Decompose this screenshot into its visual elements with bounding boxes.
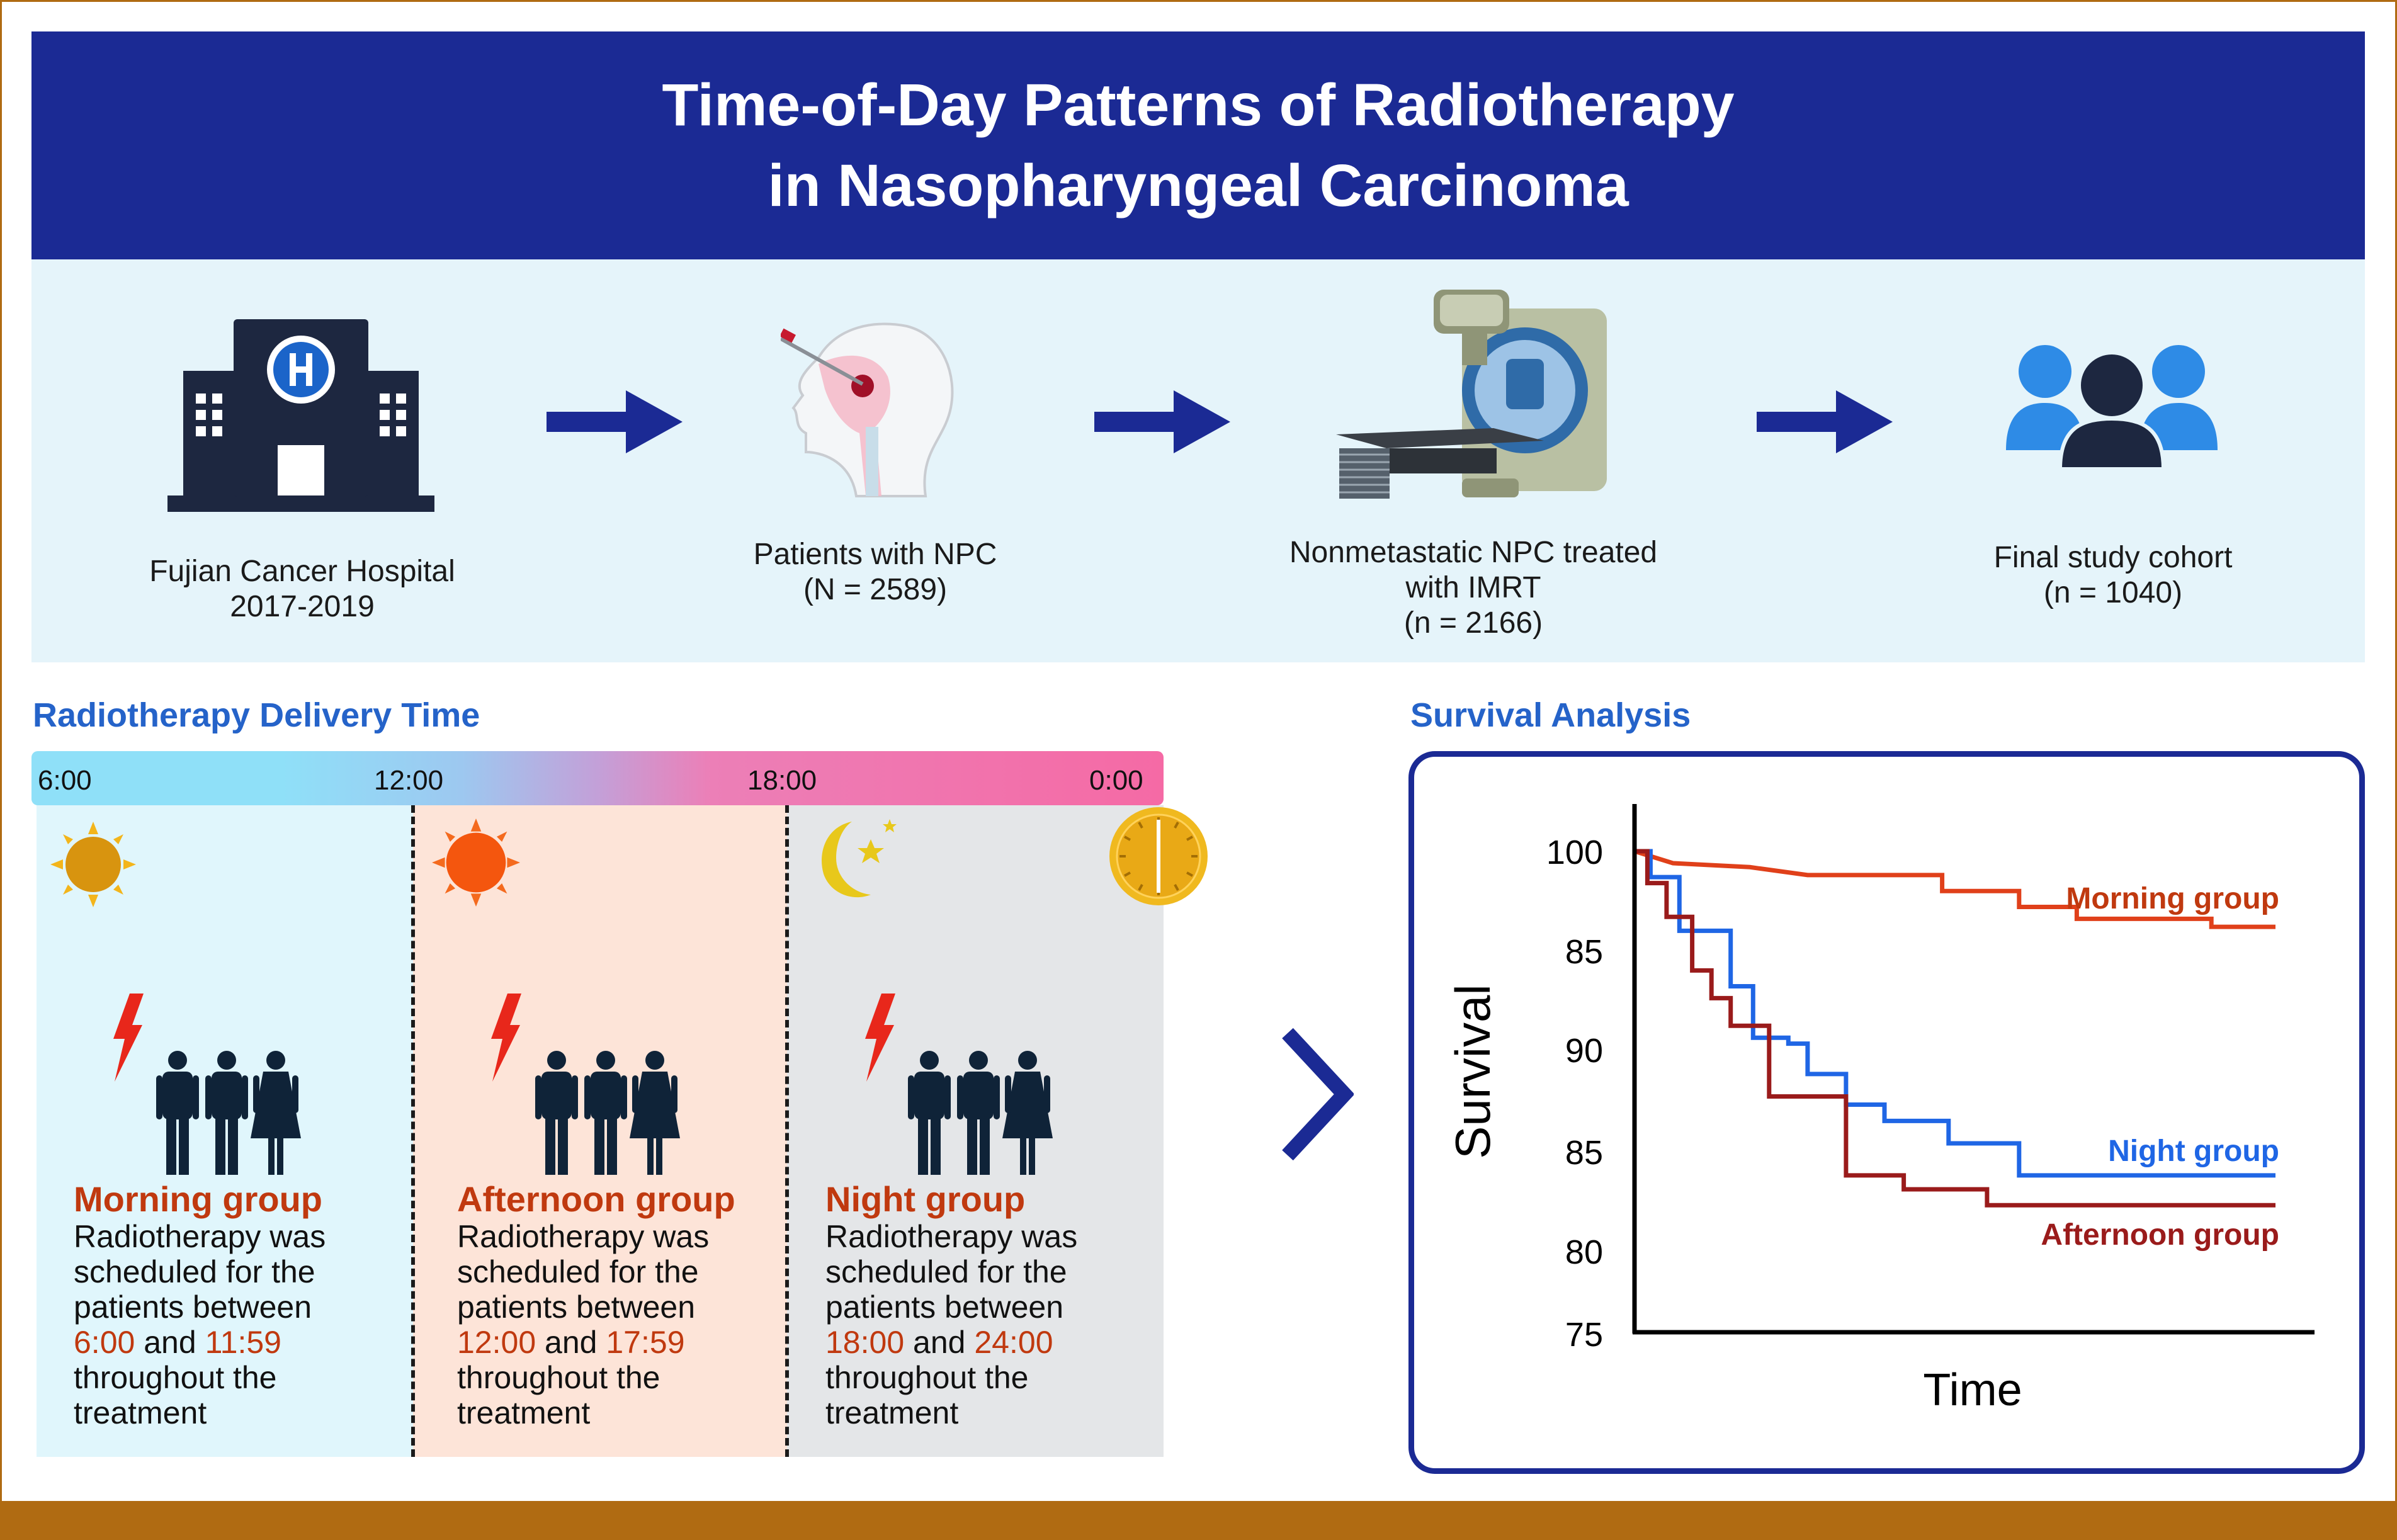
afternoon-text-line: treatment (457, 1395, 591, 1430)
night-time-range: 18:00 and 24:00 (825, 1325, 1077, 1360)
tick-1200: 12:00 (374, 765, 444, 796)
survival-section-title: Survival Analysis (1410, 696, 1691, 734)
afternoon-group-text: Radiotherapy was scheduled for the patie… (457, 1219, 709, 1430)
legend-morning: Morning group (2066, 882, 2279, 915)
afternoon-text-line: throughout the (457, 1360, 660, 1395)
moon-stars-icon (822, 819, 897, 898)
night-group-title: Night group (825, 1179, 1026, 1219)
y-tick-label: 90 (1565, 1032, 1603, 1070)
divider-evening (785, 805, 789, 1457)
night-text-line: treatment (825, 1395, 959, 1430)
clock-icon (1109, 807, 1208, 905)
footer-bar (0, 1501, 2397, 1540)
flow-label-cohort: Final study cohort (n = 1040) (1924, 540, 2302, 611)
tick-0600: 6:00 (38, 765, 92, 796)
flow-label-imrt: Nonmetastatic NPC treated with IMRT (n =… (1215, 535, 1731, 641)
legend-night: Night group (2108, 1135, 2279, 1168)
afternoon-text-line: patients between (457, 1289, 696, 1325)
flow-cohort-line2: (n = 1040) (2043, 576, 2183, 609)
y-axis-label: Survival (1445, 984, 1500, 1158)
y-tick-label: 85 (1565, 1134, 1603, 1172)
survival-curves (1633, 849, 2275, 1208)
morning-text-line: throughout the (74, 1360, 277, 1395)
flow-imrt-line1: Nonmetastatic NPC treated (1289, 536, 1658, 569)
flow-arrow-2 (1094, 390, 1230, 453)
time-of-day-bar (31, 751, 1164, 805)
title-line-1: Time-of-Day Patterns of Radiotherapy (662, 72, 1735, 139)
morning-group-text: Radiotherapy was scheduled for the patie… (74, 1219, 326, 1430)
and-word: and (144, 1325, 196, 1360)
y-tick-labels: 100 85 90 85 80 75 (1546, 834, 1603, 1354)
delivery-section-title: Radiotherapy Delivery Time (33, 696, 480, 734)
night-start-time: 18:00 (825, 1325, 905, 1360)
sun-icon-afternoon (432, 818, 520, 907)
and-word: and (913, 1325, 966, 1360)
y-tick-label: 100 (1546, 834, 1603, 871)
night-end-time: 24:00 (974, 1325, 1053, 1360)
legend-afternoon: Afternoon group (2041, 1218, 2279, 1252)
survival-curve-afternoon (1635, 849, 2275, 1208)
survival-curve-night (1635, 849, 2275, 1178)
flow-label-patients: Patients with NPC (N = 2589) (686, 537, 1064, 608)
title-banner: Time-of-Day Patterns of Radiotherapy in … (31, 31, 2365, 259)
flow-label-hospital: Fujian Cancer Hospital 2017-2019 (113, 554, 491, 625)
head-swab-icon (781, 322, 954, 497)
y-tick-label: 80 (1565, 1233, 1603, 1271)
flow-hospital-line2: 2017-2019 (230, 590, 375, 623)
morning-text-line: scheduled for the (74, 1254, 315, 1289)
divider-noon (411, 805, 415, 1457)
x-axis-label: Time (1923, 1365, 2022, 1415)
night-text-line: patients between (825, 1289, 1064, 1325)
chevron-right-icon (1282, 1028, 1354, 1160)
cohort-flow-band (31, 259, 2365, 662)
morning-group-title: Morning group (74, 1179, 323, 1219)
and-word: and (545, 1325, 598, 1360)
tick-0000: 0:00 (1089, 765, 1143, 796)
night-text-line: scheduled for the (825, 1254, 1067, 1289)
flow-cohort-line1: Final study cohort (1993, 541, 2233, 574)
y-tick-label: 85 (1565, 933, 1603, 971)
page-title: Time-of-Day Patterns of Radiotherapy in … (31, 31, 2365, 259)
patients-icon-afternoon (535, 1051, 680, 1175)
lightning-icon-night (865, 994, 895, 1082)
night-group-text: Radiotherapy was scheduled for the patie… (825, 1219, 1077, 1430)
morning-start-time: 6:00 (74, 1325, 135, 1360)
night-text-line: throughout the (825, 1360, 1029, 1395)
title-line-2: in Nasopharyngeal Carcinoma (768, 152, 1629, 219)
night-text-line: Radiotherapy was (825, 1219, 1078, 1254)
flow-patients-line2: (N = 2589) (803, 573, 948, 606)
morning-time-range: 6:00 and 11:59 (74, 1325, 326, 1360)
survival-curve-morning (1633, 849, 2275, 929)
morning-text-line: treatment (74, 1395, 207, 1430)
y-tick-label: 75 (1565, 1316, 1603, 1354)
tick-1800: 18:00 (747, 765, 817, 796)
lightning-icon-afternoon (491, 994, 521, 1082)
afternoon-time-range: 12:00 and 17:59 (457, 1325, 709, 1360)
lightning-icon (113, 994, 144, 1082)
morning-end-time: 11:59 (205, 1325, 281, 1360)
flow-arrow-3 (1757, 390, 1893, 453)
patients-icon (156, 1051, 301, 1175)
hospital-icon (167, 319, 434, 512)
afternoon-group-title: Afternoon group (457, 1179, 735, 1219)
sun-icon (50, 822, 136, 907)
flow-hospital-line1: Fujian Cancer Hospital (149, 555, 455, 588)
people-group-icon (2006, 345, 2218, 469)
morning-text-line: patients between (74, 1289, 312, 1325)
flow-imrt-line3: (n = 2166) (1403, 606, 1543, 640)
linac-machine-icon (1336, 290, 1607, 499)
afternoon-start-time: 12:00 (457, 1325, 536, 1360)
morning-text-line: Radiotherapy was (74, 1219, 326, 1254)
flow-arrow-1 (547, 390, 683, 453)
survival-chart: Survival Time 100 85 90 85 80 75 Morning grou… (1445, 804, 2315, 1415)
patients-icon-night (908, 1051, 1053, 1175)
afternoon-end-time: 17:59 (606, 1325, 685, 1360)
afternoon-text-line: Radiotherapy was (457, 1219, 710, 1254)
flow-patients-line1: Patients with NPC (753, 538, 997, 571)
afternoon-text-line: scheduled for the (457, 1254, 699, 1289)
flow-imrt-line2: with IMRT (1405, 571, 1541, 604)
